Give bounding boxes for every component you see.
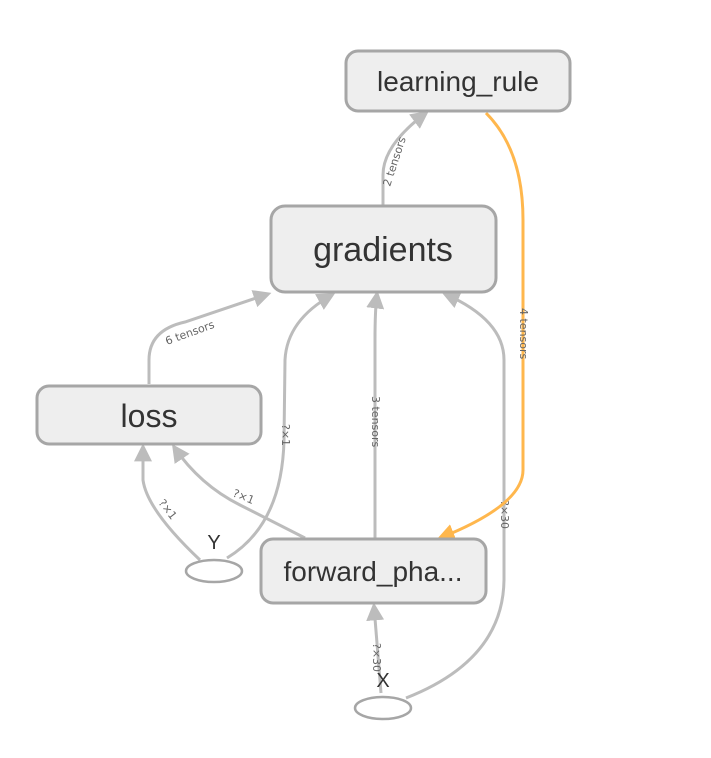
input-label-x: X <box>376 670 389 692</box>
edge-loss-to-gradients <box>147 290 272 384</box>
edge-label-loss-to-gradients: 6 tensors <box>164 318 217 348</box>
edge-x-to-forward <box>366 602 385 694</box>
edge-label-x-to-forward: ?×30 <box>370 643 383 672</box>
input-node-y[interactable]: Y <box>184 532 244 584</box>
node-loss[interactable]: loss <box>35 384 263 446</box>
edge-learning-rule-to-forward <box>436 111 525 542</box>
node-learning-rule[interactable]: learning_rule <box>344 49 572 113</box>
edge-label-forward-to-gradients: 3 tensors <box>369 396 382 448</box>
node-label-learning-rule: learning_rule <box>377 66 539 97</box>
edge-label-learning-rule-to-forward: 4 tensors <box>517 308 530 360</box>
node-label-loss: loss <box>121 398 178 434</box>
input-label-y: Y <box>207 532 220 554</box>
edge-label-y-to-gradients: ?×1 <box>279 424 292 446</box>
edge-label-x-to-gradients: ?×30 <box>498 500 511 529</box>
edge-forward-to-loss <box>171 444 306 540</box>
edge-y-to-loss <box>134 443 202 562</box>
edge-forward-to-gradients <box>366 290 385 538</box>
input-node-x[interactable]: X <box>353 670 413 721</box>
edge-label-y-to-loss: ?×1 <box>156 497 180 522</box>
node-gradients[interactable]: gradients <box>269 204 498 294</box>
edge-gradients-to-learning-rule <box>381 110 429 205</box>
node-forward-phase[interactable]: forward_pha... <box>259 537 488 605</box>
node-label-gradients: gradients <box>313 231 453 269</box>
edge-y-to-gradients <box>226 293 336 560</box>
node-label-forward-phase: forward_pha... <box>284 556 463 587</box>
edge-label-forward-to-loss: ?×1 <box>231 487 256 507</box>
edge-x-to-gradients <box>405 291 506 700</box>
